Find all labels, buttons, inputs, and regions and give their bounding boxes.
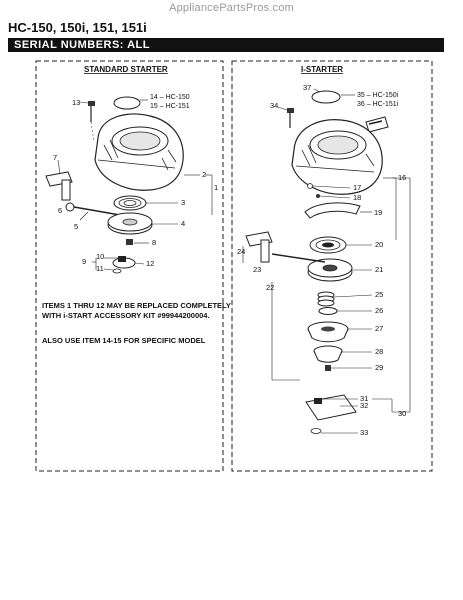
part-label-26: 26 (375, 306, 383, 315)
retainer-part-28 (313, 345, 343, 363)
knob-part-6 (65, 202, 75, 212)
part-label-32: 32 (360, 401, 368, 410)
part-label-15: 15 – HC-151 (150, 103, 190, 110)
bolt-part-34 (287, 108, 294, 113)
part-label-30: 30 (398, 409, 406, 418)
screw-part-29 (325, 365, 331, 371)
part-label-27: 27 (375, 324, 383, 333)
model-note: ALSO USE ITEM 14-15 FOR SPECIFIC MODEL (42, 336, 206, 345)
part-label-6: 6 (58, 206, 62, 215)
washer-part-26 (318, 307, 338, 315)
pulley-part-21 (307, 258, 353, 282)
part-label-24: 24 (237, 247, 245, 256)
part-label-16: 16 (398, 173, 406, 182)
part-label-7: 7 (53, 153, 57, 162)
part-label-28: 28 (375, 347, 383, 356)
part-label-3: 3 (181, 198, 185, 207)
screw-part-8 (126, 239, 133, 245)
rope-part-22 (271, 253, 326, 263)
part-label-20: 20 (375, 240, 383, 249)
standard-starter-frame (35, 60, 224, 472)
decal-part (113, 96, 141, 110)
part-label-12: 12 (146, 259, 154, 268)
part-label-10: 10 (96, 252, 104, 261)
part-label-9: 9 (82, 257, 86, 266)
coil-spring-part-25 (317, 291, 335, 307)
label-sticker-part (365, 116, 389, 133)
pulley-part (107, 212, 153, 235)
pin-part-18 (316, 194, 320, 198)
kit-note: ITEMS 1 THRU 12 MAY BE REPLACED COMPLETE… (42, 301, 231, 320)
spring-clip-part-17 (307, 183, 313, 189)
model-title: HC-150, 150i, 151, 151i (8, 20, 147, 35)
part-label-37: 37 (303, 83, 311, 92)
part-label-21: 21 (375, 265, 383, 274)
watermark: AppliancePartsPros.com (169, 2, 294, 14)
starter-housing-part (94, 113, 184, 191)
part-label-14: 14 – HC-150 (150, 94, 190, 101)
rope-part (73, 206, 121, 216)
bolt-part-13 (88, 101, 95, 106)
recoil-spring-part-20 (309, 236, 347, 254)
serial-banner: SERIAL NUMBERS: ALL (8, 38, 444, 52)
part-label-25: 25 (375, 290, 383, 299)
part-label-34: 34 (270, 101, 278, 110)
pawl-assembly-part-30 (305, 394, 357, 434)
part-label-2: 2 (202, 170, 206, 179)
part-label-17: 17 (353, 183, 361, 192)
decal-part-37 (311, 90, 341, 104)
part-label-31: 31 (360, 394, 368, 403)
part-label-1: 1 (214, 183, 218, 192)
part-label-4: 4 (181, 219, 185, 228)
part-label-33: 33 (360, 428, 368, 437)
part-label-5: 5 (74, 222, 78, 231)
starter-handle-part (45, 171, 73, 201)
i-starter-housing-part (291, 119, 383, 195)
part-label-22: 22 (266, 283, 274, 292)
part-label-11: 11 (96, 264, 104, 273)
part-label-13: 13 (72, 98, 80, 107)
part-label-35: 35 – HC-150i (357, 92, 399, 99)
part-label-29: 29 (375, 363, 383, 372)
drive-cup-part-27 (307, 321, 349, 343)
recoil-spring-part (113, 195, 147, 211)
cover-guard-part (304, 202, 361, 219)
i-starter-frame (231, 60, 433, 472)
part-label-36: 36 – HC-151i (357, 101, 399, 108)
i-starter-handle-part (245, 231, 273, 263)
standard-starter-title: STANDARD STARTER (84, 65, 168, 74)
part-label-23: 23 (253, 265, 261, 274)
i-starter-title: I-STARTER (301, 65, 343, 74)
part-label-18: 18 (353, 193, 361, 202)
pawl-assembly-part (112, 256, 136, 274)
part-label-8: 8 (152, 238, 156, 247)
part-label-19: 19 (374, 208, 382, 217)
